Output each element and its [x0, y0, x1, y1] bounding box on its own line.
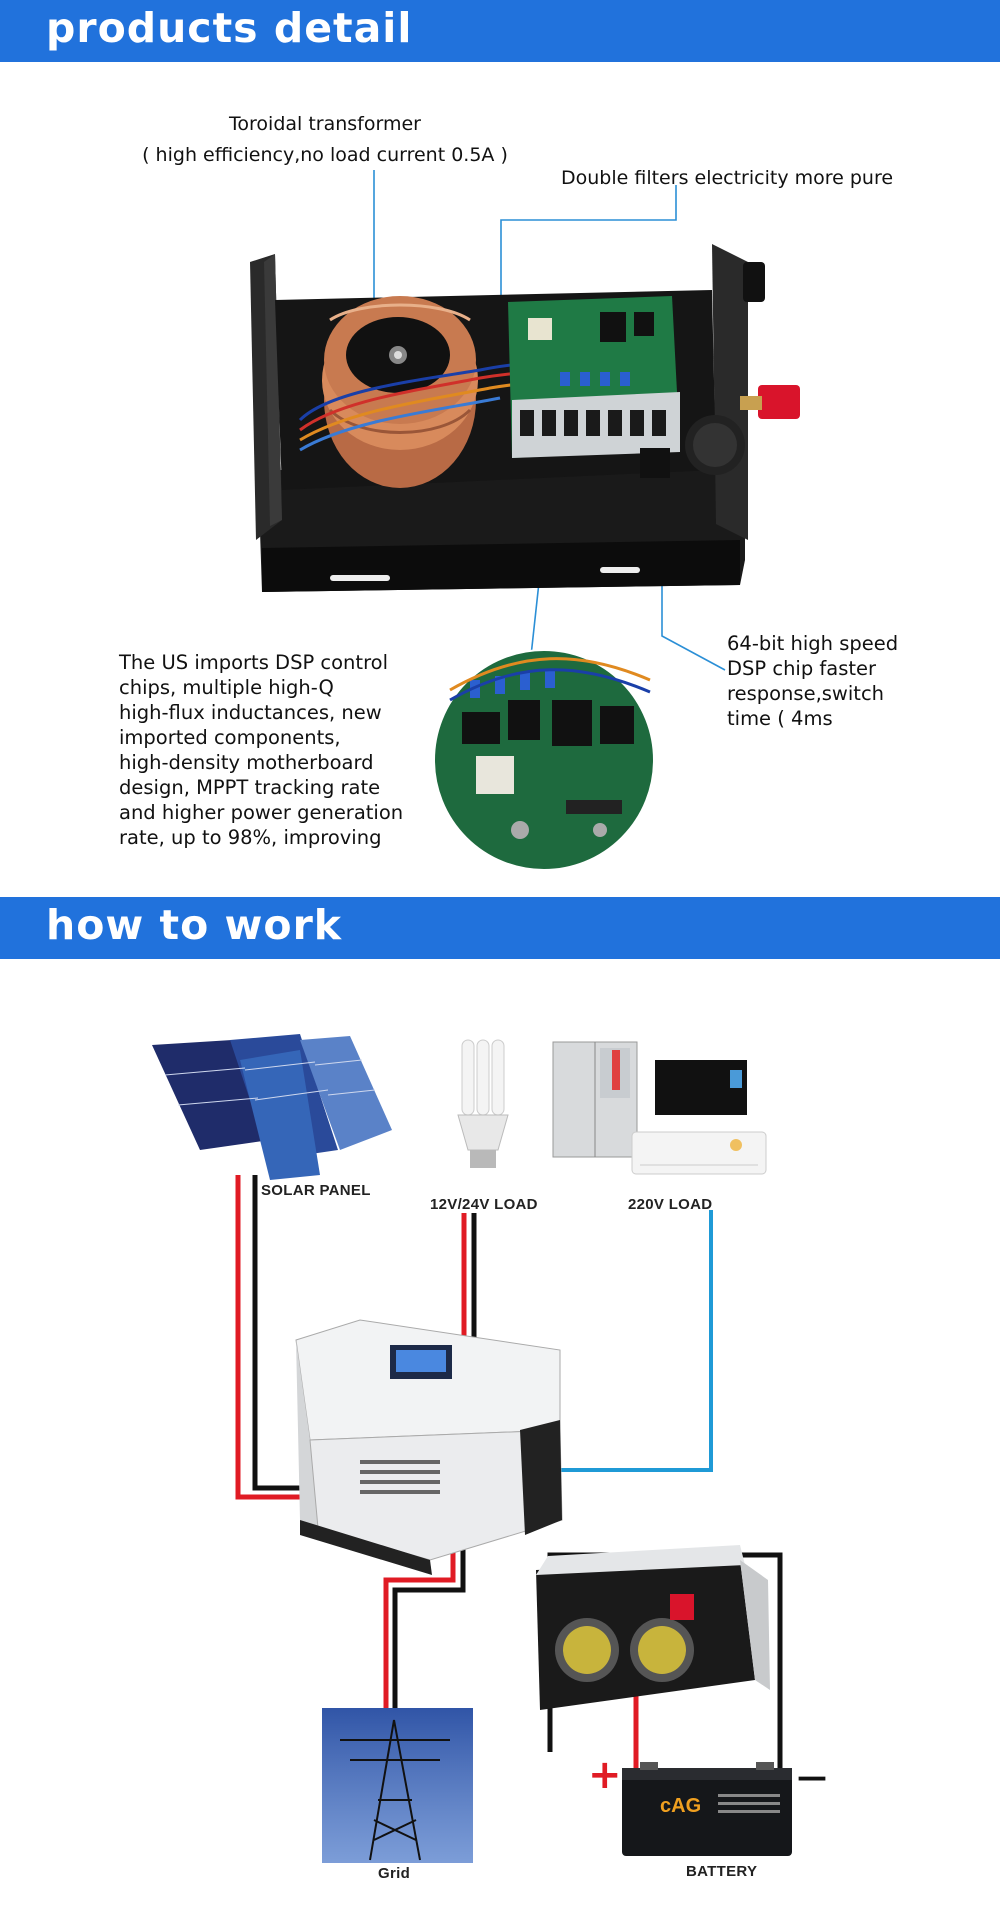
desc-line: high-flux inductances, new: [119, 701, 382, 724]
desc-line: The US imports DSP control: [119, 651, 389, 674]
desc-line: time ( 4ms: [727, 707, 833, 730]
desc-line: 64-bit high speed: [727, 632, 899, 655]
battery-minus-sign: —: [797, 1760, 827, 1795]
svg-text:cAG: cAG: [660, 1795, 701, 1817]
dsp-imports-description: The US imports DSP control chips, multip…: [119, 650, 459, 850]
desc-line: high-density motherboard: [119, 751, 374, 774]
transformer-label-line1: Toroidal transformer: [229, 113, 421, 135]
battery-icon: cAG: [622, 1762, 792, 1856]
dsp-chip-description: 64-bit high speed DSP chip faster respon…: [727, 631, 967, 731]
section-banner-products-detail: products detail: [0, 0, 1000, 62]
desc-line: imported components,: [119, 726, 341, 749]
desc-line: rate, up to 98%, improving: [119, 826, 382, 849]
circuit-board-icon: [508, 296, 680, 478]
circuit-closeup-icon: [433, 649, 655, 871]
desc-line: design, MPPT tracking rate: [119, 776, 381, 799]
microwave-icon: [655, 1060, 747, 1115]
section-title: products detail: [46, 4, 413, 52]
battery-plus-sign: +: [588, 1752, 622, 1798]
inverter-icon: [295, 1319, 563, 1575]
section-title: how to work: [46, 901, 343, 949]
solar-panel-caption: SOLAR PANEL: [261, 1182, 371, 1199]
inverter-internals-illustration: [250, 170, 800, 871]
refrigerator-icon: [552, 1041, 638, 1158]
solar-panel-icon: [152, 1034, 392, 1180]
transformer-label: Toroidal transformer ( high efficiency,n…: [90, 112, 560, 168]
desc-line: chips, multiple high-Q: [119, 676, 334, 699]
filters-label: Double filters electricity more pure: [561, 167, 894, 189]
transformer-label-line2: ( high efficiency,no load current 0.5A ): [142, 144, 508, 166]
inverter-rear-icon: [536, 1545, 770, 1710]
battery-caption: BATTERY: [686, 1863, 758, 1880]
desc-line: DSP chip faster: [727, 657, 877, 680]
load-12-24v-caption: 12V/24V LOAD: [430, 1196, 538, 1213]
battery-terminal-icon: [685, 385, 800, 475]
load-220v-caption: 220V LOAD: [628, 1196, 713, 1213]
desc-line: response,switch: [727, 682, 885, 705]
air-conditioner-icon: [631, 1131, 767, 1175]
power-tower-icon: [322, 1708, 473, 1863]
grid-caption: Grid: [378, 1865, 411, 1882]
section-banner-how-to-work: how to work: [0, 897, 1000, 959]
desc-line: and higher power generation: [119, 801, 404, 824]
cfl-bulb-icon: [457, 1039, 509, 1168]
